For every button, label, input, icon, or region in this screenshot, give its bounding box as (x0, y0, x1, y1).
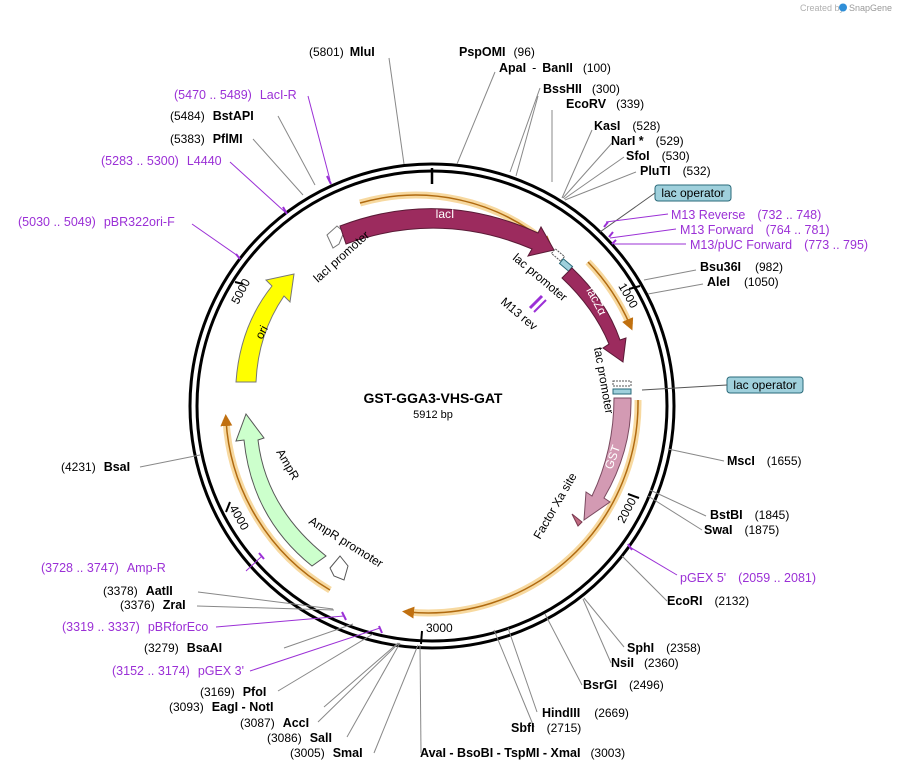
ampr-orf-arrow (220, 414, 331, 591)
svg-text:(3169)PfoI: (3169)PfoI (200, 685, 266, 699)
ori-label: ori (252, 323, 271, 341)
svg-text:(5030 .. 5049)pBR322ori-F: (5030 .. 5049)pBR322ori-F (18, 215, 175, 229)
svg-text:(4231)BsaI: (4231)BsaI (61, 460, 130, 474)
site-leaders (139, 57, 725, 754)
backbone-inner (195, 169, 669, 643)
svg-text:(3093)EagI - NotI: (3093)EagI - NotI (169, 700, 274, 714)
svg-text:PluTI(532): PluTI(532) (640, 164, 711, 178)
svg-text:(5801)MluI: (5801)MluI (309, 45, 375, 59)
svg-text:Bsu36I(982): Bsu36I(982) (700, 260, 783, 274)
lacZa-arrow (561, 267, 627, 363)
svg-text:EcoRV(339): EcoRV(339) (566, 97, 644, 111)
lacI-label: lacI (436, 207, 455, 221)
backbone-outer (188, 162, 676, 650)
primer-labels: (5470 .. 5489)LacI-R (5283 .. 5300)L4440… (18, 88, 868, 678)
svg-text:(3376)ZraI: (3376)ZraI (120, 598, 186, 612)
svg-text:(3728 .. 3747)Amp-R: (3728 .. 3747)Amp-R (41, 561, 166, 575)
ori-arrow (235, 273, 295, 383)
ampr-promoter-arrow (329, 555, 349, 581)
svg-text:pGEX 5'(2059 .. 2081): pGEX 5'(2059 .. 2081) (680, 571, 816, 585)
m13-rev-mark (528, 294, 544, 310)
svg-text:AleI(1050): AleI(1050) (707, 275, 779, 289)
svg-text:ApaI-BanII(100): ApaI-BanII(100) (499, 61, 611, 75)
svg-text:BsrGI(2496): BsrGI(2496) (583, 678, 664, 692)
gst-arrow (583, 397, 632, 522)
svg-text:SbfI(2715): SbfI(2715) (511, 721, 581, 735)
m13-rev-label: M13 rev (498, 295, 540, 334)
svg-text:(3378)AatII: (3378)AatII (103, 584, 173, 598)
tick-1000-mark (628, 285, 641, 290)
svg-text:BstBI(1845): BstBI(1845) (710, 508, 789, 522)
brand-created-by: Created by (800, 3, 845, 13)
svg-text:MscI(1655): MscI(1655) (727, 454, 801, 468)
svg-text:M13 Forward(764 .. 781): M13 Forward(764 .. 781) (680, 223, 830, 237)
brand-name: SnapGene (849, 3, 892, 13)
lac-operator-1-leader (599, 192, 656, 233)
svg-text:KasI(528): KasI(528) (594, 119, 660, 133)
tac-promoter-label: tac promoter (591, 346, 616, 415)
svg-text:(3319 .. 3337)pBRforEco: (3319 .. 3337)pBRforEco (62, 620, 208, 634)
tick-4000-mark (225, 501, 231, 513)
lac-operator-box-2: lac operator (726, 376, 804, 394)
svg-text:SwaI(1875): SwaI(1875) (704, 523, 779, 537)
lac-operator-box-1: lac operator (654, 184, 732, 202)
ampr-label: AmpR (273, 447, 302, 483)
primer-leaders (191, 95, 686, 672)
svg-text:SfoI(530): SfoI(530) (626, 149, 690, 163)
svg-text:M13/pUC Forward(773 .. 795): M13/pUC Forward(773 .. 795) (690, 238, 868, 252)
svg-text:M13 Reverse(732 .. 748): M13 Reverse(732 .. 748) (671, 208, 821, 222)
tick-3000-mark (420, 630, 423, 645)
site-labels: (5801)MluI PspOMI(96) ApaI-BanII(100) Bs… (61, 45, 801, 760)
tac-promoter-mark (612, 380, 632, 387)
svg-text:EcoRI(2132): EcoRI(2132) (667, 594, 749, 608)
lac-operator-2-label: lac operator (733, 378, 796, 392)
svg-text:(5484)BstAPI: (5484)BstAPI (170, 109, 254, 123)
svg-text:AvaI - BsoBI - TspMI - XmaI(30: AvaI - BsoBI - TspMI - XmaI(3003) (420, 746, 625, 760)
svg-text:SphI(2358): SphI(2358) (627, 641, 701, 655)
m13-rev-mark-2 (533, 299, 547, 313)
gst-orf-arrow (402, 399, 639, 619)
svg-text:(5470 .. 5489)LacI-R: (5470 .. 5489)LacI-R (174, 88, 297, 102)
lacI-promoter-arrow (326, 225, 345, 249)
primer-marks (235, 175, 633, 634)
factor-xa-label: Factor Xa site (530, 470, 579, 541)
plasmid-name: GST-GGA3-VHS-GAT (364, 390, 503, 406)
svg-text:NarI *(529): NarI *(529) (611, 134, 684, 148)
plasmid-size: 5912 bp (413, 409, 453, 421)
svg-text:(3279)BsaAI: (3279)BsaAI (144, 641, 222, 655)
tick-3000: 3000 (426, 621, 453, 635)
svg-text:(5383)PflMI: (5383)PflMI (170, 132, 243, 146)
svg-text:(5283 .. 5300)L4440: (5283 .. 5300)L4440 (101, 154, 222, 168)
svg-text:NsiI(2360): NsiI(2360) (611, 656, 679, 670)
svg-text:(3152 .. 3174)pGEX 3': (3152 .. 3174)pGEX 3' (112, 664, 244, 678)
svg-text:BssHII(300): BssHII(300) (543, 82, 620, 96)
ampr-arrow (235, 412, 327, 567)
lac-operator-mark-2 (612, 388, 632, 395)
lac-operator-1-label: lac operator (661, 186, 724, 200)
svg-text:(3005)SmaI: (3005)SmaI (290, 746, 363, 760)
lac-operator-2-leader (641, 384, 728, 391)
lac-promoter-mark (550, 248, 566, 262)
snapgene-logo-icon (839, 3, 847, 12)
lacZa-orf-arrow (587, 261, 634, 331)
snapgene-brand: Created by SnapGene (800, 3, 892, 13)
svg-text:(3086)SalI: (3086)SalI (267, 731, 332, 745)
tick-5000-mark (234, 281, 244, 285)
tick-2000-mark (627, 493, 640, 499)
factor-xa-mark (571, 513, 583, 527)
svg-text:PspOMI(96): PspOMI(96) (459, 45, 535, 59)
svg-text:HindIII(2669): HindIII(2669) (542, 706, 629, 720)
svg-text:(3087)AccI: (3087)AccI (240, 716, 309, 730)
